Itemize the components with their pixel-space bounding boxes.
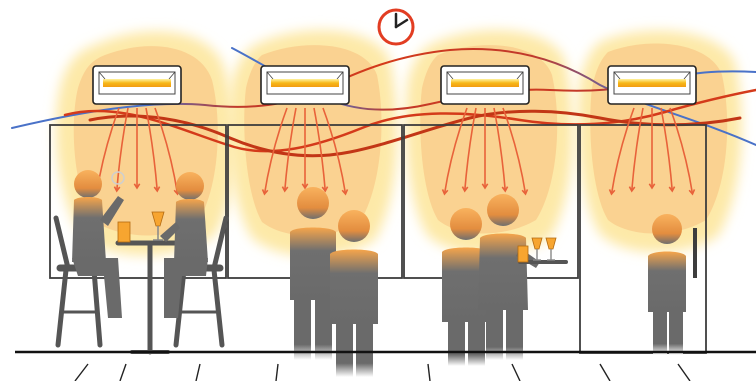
wine-glass-icon xyxy=(532,238,542,260)
infrared-heater-icon xyxy=(261,66,349,104)
floor-tiles xyxy=(15,364,756,381)
wine-glass-icon xyxy=(546,238,556,260)
ground xyxy=(15,352,756,381)
seating-zone-4 xyxy=(648,214,686,355)
infrared-heater-icon xyxy=(608,66,696,104)
infrared-heater-icon xyxy=(441,66,529,104)
serving-tray-icon xyxy=(518,246,566,262)
person-silhouette-icon xyxy=(648,214,686,355)
infrared-heater-icon xyxy=(93,66,181,104)
clock-icon xyxy=(379,10,413,44)
